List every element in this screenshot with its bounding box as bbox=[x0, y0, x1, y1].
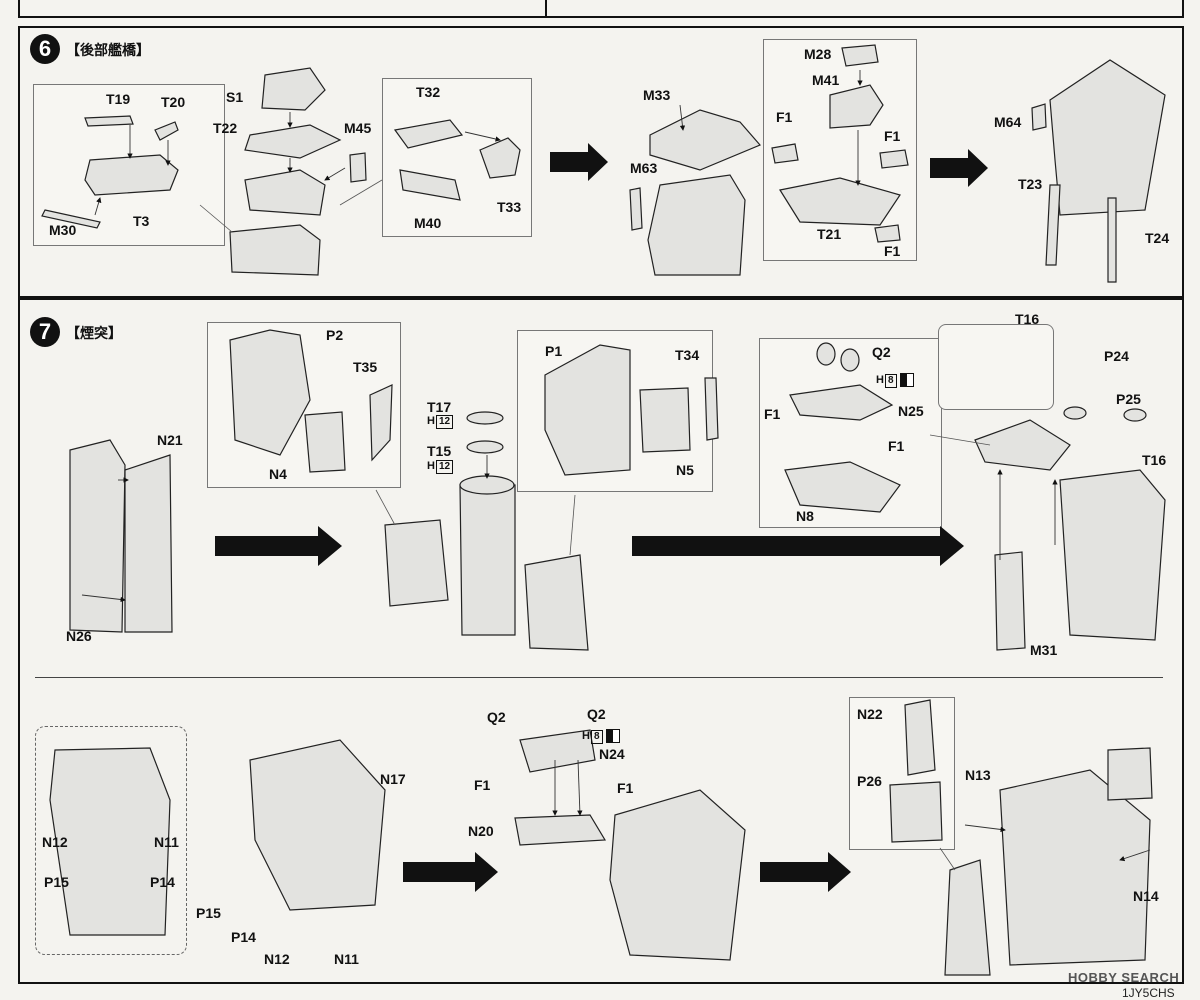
step7-panel bbox=[18, 298, 1184, 984]
step7b-label-n24: N24 bbox=[599, 746, 625, 762]
step7-label-f1-right: F1 bbox=[888, 438, 905, 454]
step6-label-t32: T32 bbox=[416, 84, 441, 100]
step7b-label-n20: N20 bbox=[468, 823, 494, 839]
step7-label-t15: T15 bbox=[427, 443, 452, 459]
step7b-label-p26: P26 bbox=[857, 773, 882, 789]
step6-label-s1: S1 bbox=[226, 89, 244, 105]
step6-label-m41: M41 bbox=[812, 72, 840, 88]
footer-code: 1JY5CHS bbox=[1122, 986, 1175, 1000]
step7-label-t17: T17 bbox=[427, 399, 452, 415]
previous-step-divider bbox=[545, 0, 547, 17]
step7-label-t16: T16 bbox=[1142, 452, 1167, 468]
step7b-label-p14: P14 bbox=[231, 929, 256, 945]
step6-panel bbox=[18, 26, 1184, 298]
step7-label-n26: N26 bbox=[66, 628, 92, 644]
step6-title: 【後部艦橋】 bbox=[66, 42, 150, 58]
step6-label-m33: M33 bbox=[643, 87, 671, 103]
step6-label-m63: M63 bbox=[630, 160, 658, 176]
step6-label-t20: T20 bbox=[161, 94, 186, 110]
step6-label-t19: T19 bbox=[106, 91, 131, 107]
step7b-label-p14-detail: P14 bbox=[150, 874, 175, 890]
step6-label-f1-right: F1 bbox=[884, 128, 901, 144]
step7-label-m31: M31 bbox=[1030, 642, 1058, 658]
step7-title: 【煙突】 bbox=[66, 325, 122, 341]
step7b-label-n14: N14 bbox=[1133, 888, 1159, 904]
step7b-label-q2-right: Q2 bbox=[587, 706, 606, 722]
step6-label-f1-bottom: F1 bbox=[884, 243, 901, 259]
step6-label-t23: T23 bbox=[1018, 176, 1043, 192]
step7b-label-p15-detail: P15 bbox=[44, 874, 69, 890]
step6-label-m45: M45 bbox=[344, 120, 372, 136]
step7b-label-n17: N17 bbox=[380, 771, 406, 787]
step7b-label-f1-left: F1 bbox=[474, 777, 491, 793]
step6-label-m30: M30 bbox=[49, 222, 77, 238]
step7b-label-n12: N12 bbox=[264, 951, 290, 967]
step7-label-t35: T35 bbox=[353, 359, 378, 375]
step6-label-f1-left: F1 bbox=[776, 109, 793, 125]
step6-number-badge: 6 bbox=[30, 34, 60, 64]
step7-dashed-detail-box bbox=[35, 726, 187, 955]
step7-label-t34: T34 bbox=[675, 347, 700, 363]
step6-label-t24: T24 bbox=[1145, 230, 1170, 246]
step7-label-n21: N21 bbox=[157, 432, 183, 448]
step7b-label-p15: P15 bbox=[196, 905, 221, 921]
step6-label-t3: T3 bbox=[133, 213, 150, 229]
step7-label-p24: P24 bbox=[1104, 348, 1129, 364]
step7b-label-n22: N22 bbox=[857, 706, 883, 722]
step7-label-t16-detail: T16 bbox=[1015, 311, 1040, 327]
step7-label-n5: N5 bbox=[676, 462, 694, 478]
step7-label-p2: P2 bbox=[326, 327, 344, 343]
step6-label-t22: T22 bbox=[213, 120, 238, 136]
step6-label-t33: T33 bbox=[497, 199, 522, 215]
step7-inset-t16-detail bbox=[938, 324, 1054, 410]
footer-watermark: HOBBY SEARCH bbox=[1068, 970, 1180, 985]
step6-label-m40: M40 bbox=[414, 215, 442, 231]
step7-label-p25: P25 bbox=[1116, 391, 1141, 407]
previous-step-frame bbox=[18, 0, 1184, 18]
step7b-label-q2-left: Q2 bbox=[487, 709, 506, 725]
step7b-label-n13: N13 bbox=[965, 767, 991, 783]
step7-label-f1-left: F1 bbox=[764, 406, 781, 422]
step7b-label-f1-right: F1 bbox=[617, 780, 634, 796]
step7-label-p1: P1 bbox=[545, 343, 563, 359]
step7-label-n8: N8 bbox=[796, 508, 814, 524]
step7b-label-n11: N11 bbox=[334, 951, 359, 967]
step7-section-divider bbox=[35, 677, 1163, 678]
step7b-label-n12-detail: N12 bbox=[42, 834, 68, 850]
step6-label-t21: T21 bbox=[817, 226, 842, 242]
step7-label-n25: N25 bbox=[898, 403, 924, 419]
step6-label-m64: M64 bbox=[994, 114, 1022, 130]
step7-label-n4: N4 bbox=[269, 466, 287, 482]
step6-label-m28: M28 bbox=[804, 46, 832, 62]
step7b-label-n11-detail: N11 bbox=[154, 834, 179, 850]
step7-number-badge: 7 bbox=[30, 317, 60, 347]
step7-label-q2: Q2 bbox=[872, 344, 891, 360]
